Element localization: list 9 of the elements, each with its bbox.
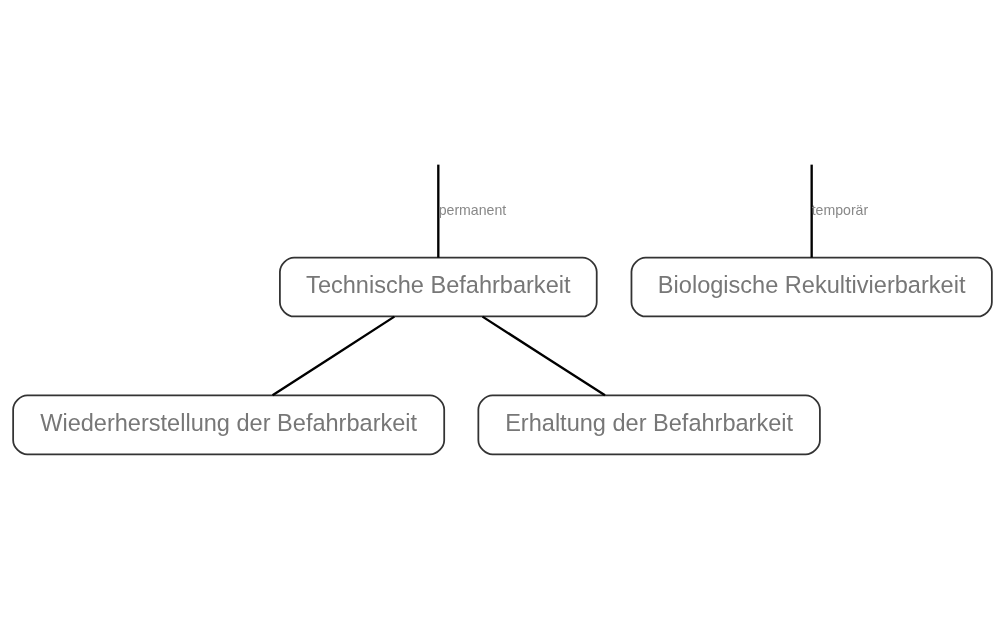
node-box: Technische Befahrbarkeit <box>279 256 598 317</box>
node-box: Biologische Rekultivierbarkeit <box>630 256 993 317</box>
connector <box>437 164 440 258</box>
node-box: Wiederherstellung der Befahrbarkeit <box>12 394 446 455</box>
edge-label: permanent <box>438 201 507 218</box>
connector <box>481 315 606 396</box>
connector <box>271 315 395 396</box>
connector <box>810 164 813 258</box>
node-box: Erhaltung der Befahrbarkeit <box>477 394 821 455</box>
